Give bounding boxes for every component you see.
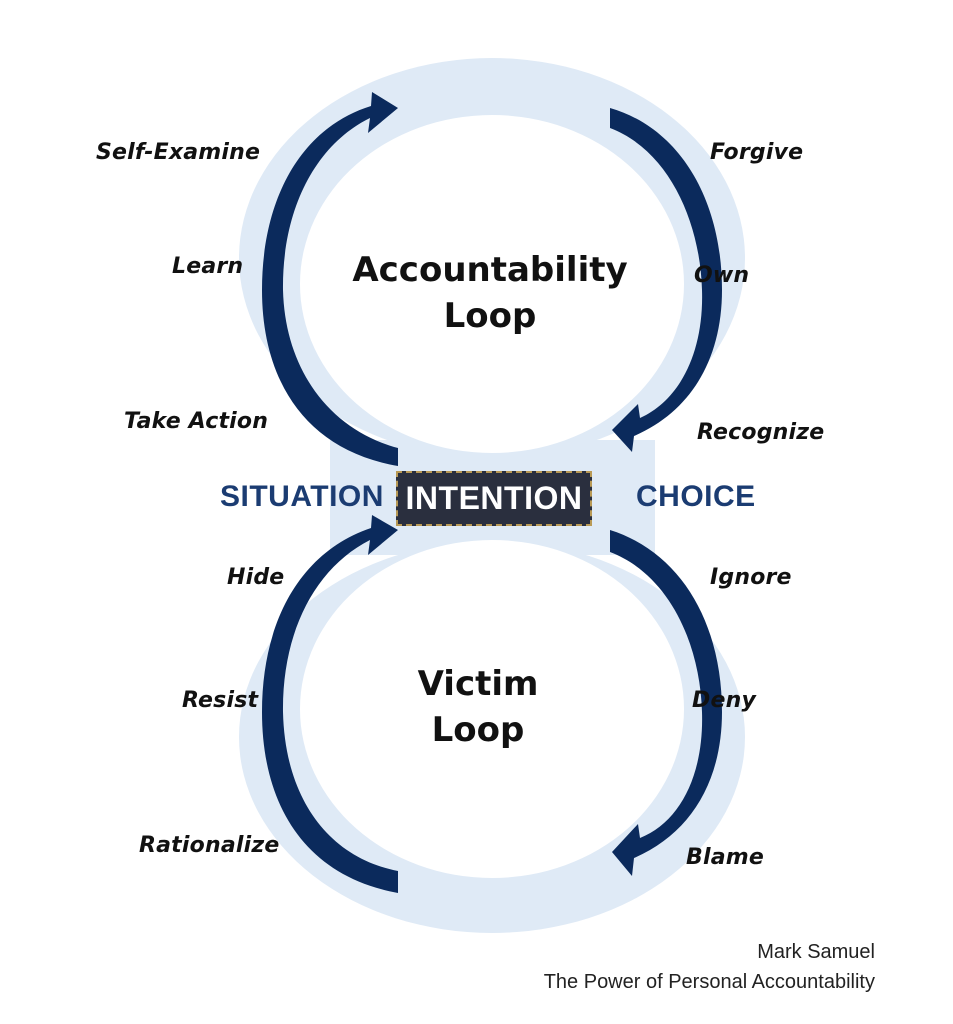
accountability-loop-title-line2: Loop — [443, 296, 537, 336]
intention-label: INTENTION — [405, 480, 583, 516]
label-self-examine: Self-Examine — [96, 140, 261, 165]
label-deny: Deny — [692, 688, 756, 713]
credit-author: Mark Samuel — [757, 941, 875, 963]
arrow-bottom-right — [610, 530, 722, 876]
label-blame: Blame — [686, 845, 764, 870]
intention-box: INTENTION — [396, 471, 592, 526]
label-recognize: Recognize — [697, 420, 825, 445]
accountability-loop-title-line1: Accountability — [352, 250, 628, 290]
label-own: Own — [694, 263, 750, 288]
arrow-top-left — [262, 92, 398, 466]
label-ignore: Ignore — [710, 565, 792, 590]
label-resist: Resist — [182, 688, 259, 713]
situation-label: SITUATION — [220, 480, 384, 513]
victim-loop-title-line1: Victim — [417, 664, 539, 704]
arrow-bottom-left — [262, 515, 398, 893]
label-take-action: Take Action — [124, 409, 269, 434]
victim-loop-title: Victim Loop — [418, 661, 539, 753]
bottom-loop-inner — [300, 540, 684, 878]
label-hide: Hide — [227, 565, 285, 590]
top-loop-inner — [300, 115, 684, 453]
victim-loop-title-line2: Loop — [431, 710, 525, 750]
label-forgive: Forgive — [710, 140, 804, 165]
choice-label: CHOICE — [636, 480, 756, 513]
credit-book: The Power of Personal Accountability — [543, 971, 875, 993]
label-learn: Learn — [172, 254, 244, 279]
accountability-loop-title: Accountability Loop — [352, 247, 627, 339]
label-rationalize: Rationalize — [139, 833, 280, 858]
arrow-top-right — [610, 108, 722, 452]
